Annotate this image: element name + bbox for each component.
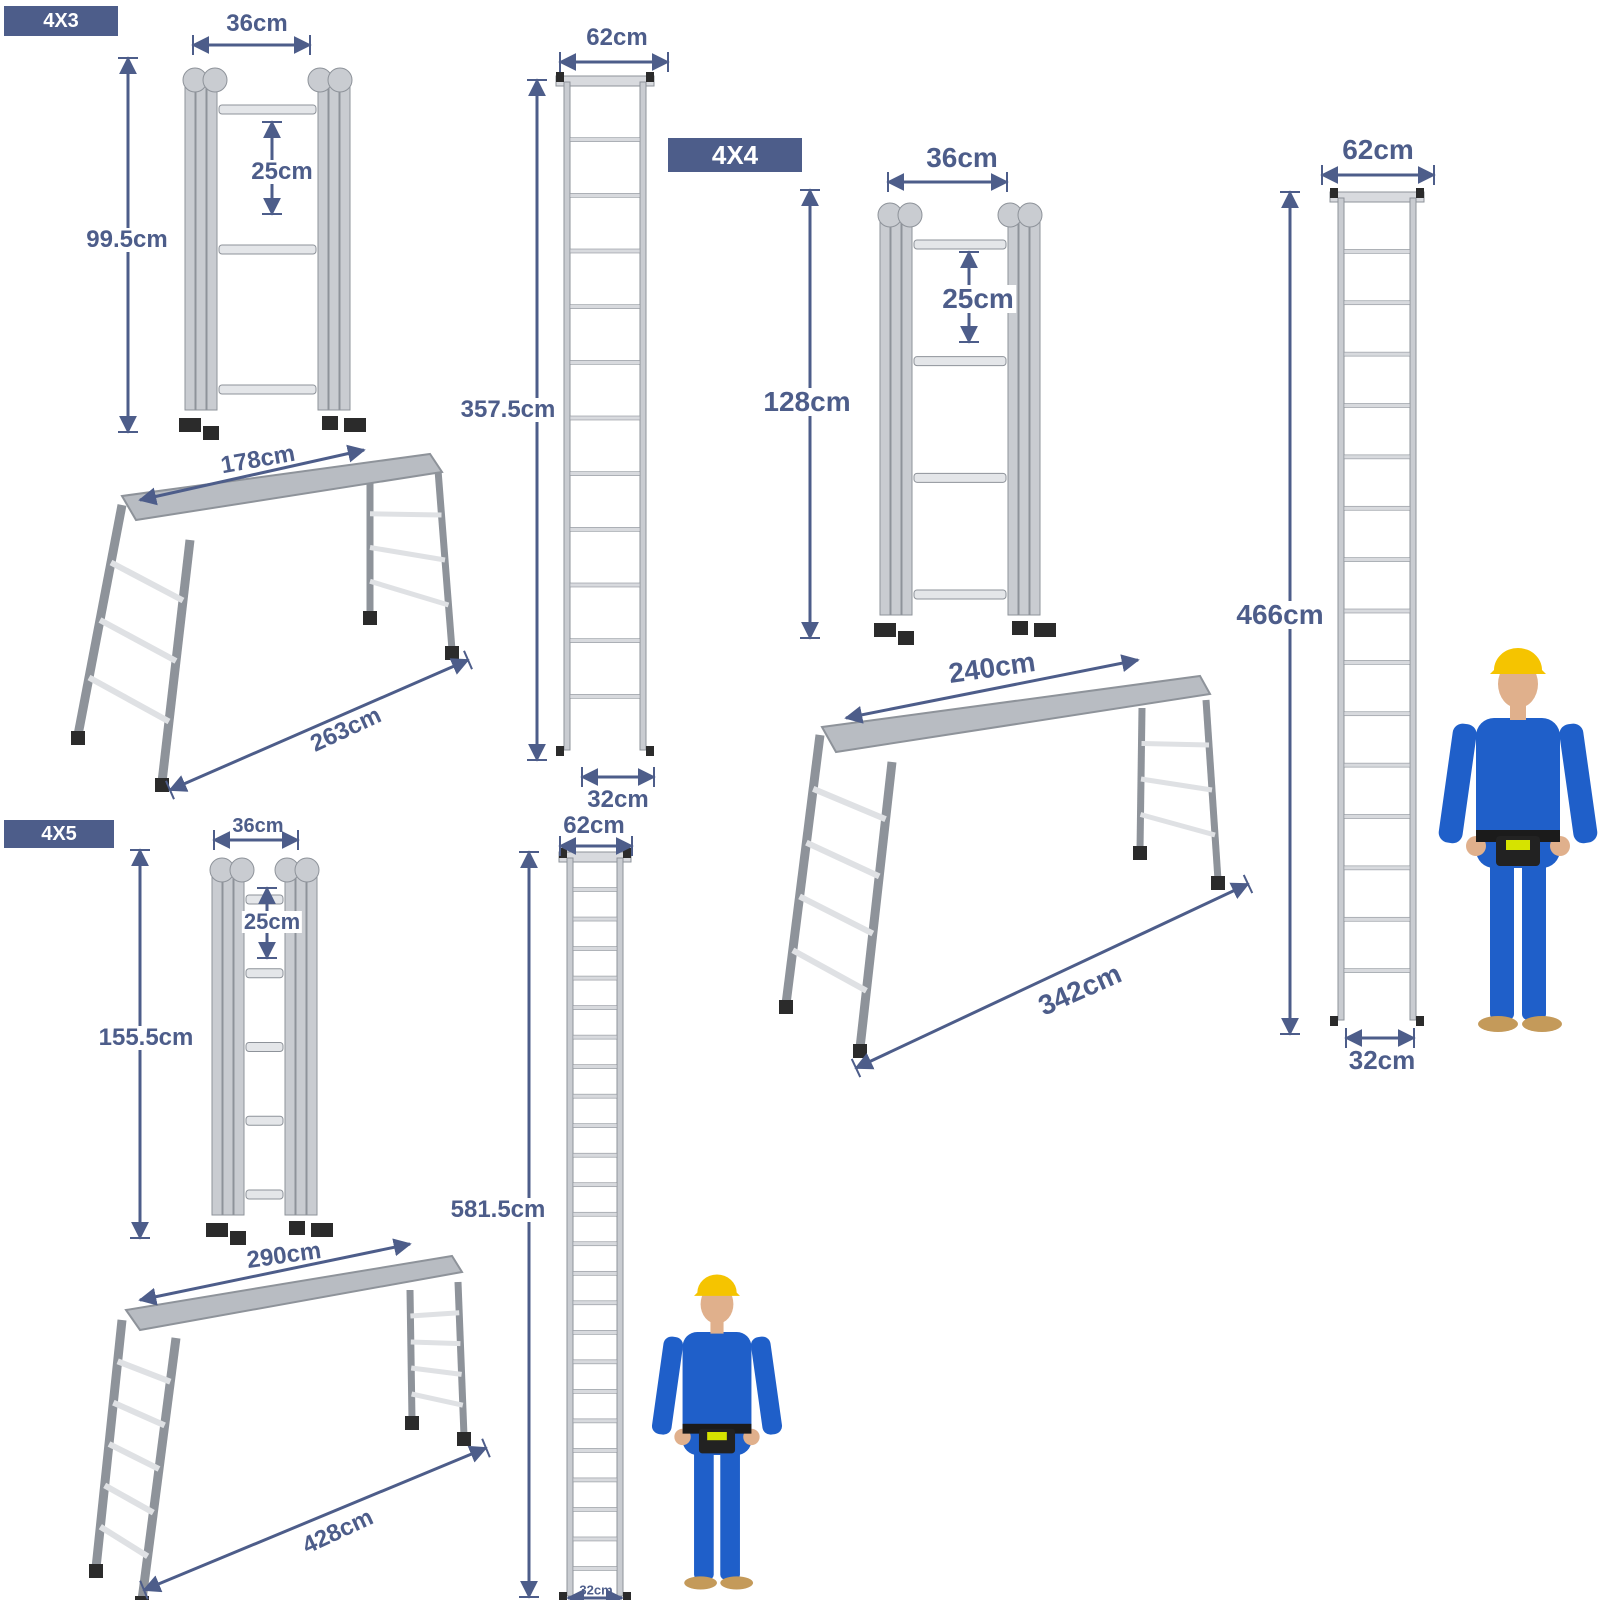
badge-4x3: 4X3 [4, 6, 118, 36]
label-4x3-extended-height: 357.5cm [458, 396, 558, 423]
label-4x3-extended-bottom-width: 32cm [587, 786, 649, 813]
ladder-4x4-folded [874, 202, 1056, 645]
dim-4x4-folded-width [886, 172, 1009, 192]
dim-4x4-extended-bottom-width [1344, 1028, 1416, 1048]
dim-4x4-scaffold-span [850, 874, 1254, 1078]
label-4x4-extended-top-width: 62cm [1342, 134, 1414, 165]
label-4x5-rung-spacing: 25cm [241, 909, 303, 934]
dim-4x3-extended-bottom-width [580, 767, 656, 787]
ladder-4x5-extended [558, 848, 632, 1600]
dim-4x3-folded-width [191, 35, 312, 55]
dim-4x5-extended-height [519, 850, 539, 1599]
badge-4x5: 4X5 [4, 820, 114, 848]
label-4x4-extended-height: 466cm [1234, 599, 1326, 630]
worker-right [1438, 648, 1598, 1032]
badge-4x4: 4X4 [668, 138, 802, 172]
label-4x4-rung-spacing: 25cm [940, 283, 1016, 314]
label-4x5-folded-height: 155.5cm [96, 1024, 196, 1051]
ladder-4x3-extended [555, 72, 655, 756]
ladder-4x4-extended [1329, 188, 1425, 1026]
label-4x4-folded-height: 128cm [761, 386, 853, 417]
label-4x5-extended-top-width: 62cm [563, 812, 625, 839]
worker-bottom [651, 1274, 783, 1590]
dim-4x3-scaffold-span [165, 650, 473, 800]
scaffold-4x3 [71, 452, 459, 792]
dim-4x4-platform-length [844, 654, 1140, 724]
dim-4x3-platform-length [138, 444, 366, 506]
label-4x3-folded-height: 99.5cm [84, 226, 170, 253]
dim-4x5-scaffold-span [139, 1438, 491, 1600]
dim-4x5-folded-width [212, 830, 300, 850]
label-4x3-folded-width: 36cm [224, 10, 290, 37]
dim-4x4-extended-top-width [1320, 165, 1436, 185]
label-4x4-extended-bottom-width: 32cm [1348, 1045, 1416, 1075]
dim-4x5-platform-length [138, 1238, 412, 1306]
dim-4x3-extended-top-width [558, 52, 670, 72]
ladder-4x3-folded [179, 67, 366, 440]
label-4x3-rung-spacing: 25cm [249, 158, 315, 185]
scaffold-4x5 [89, 1254, 471, 1600]
label-4x5-extended-bottom-width: 32cm [579, 1582, 613, 1598]
dim-4x5-extended-top-width [558, 836, 634, 856]
label-4x3-extended-top-width: 62cm [586, 24, 648, 51]
label-4x4-folded-width: 36cm [926, 142, 998, 173]
label-4x5-folded-width: 36cm [232, 815, 284, 837]
label-4x5-extended-height: 581.5cm [448, 1196, 548, 1223]
